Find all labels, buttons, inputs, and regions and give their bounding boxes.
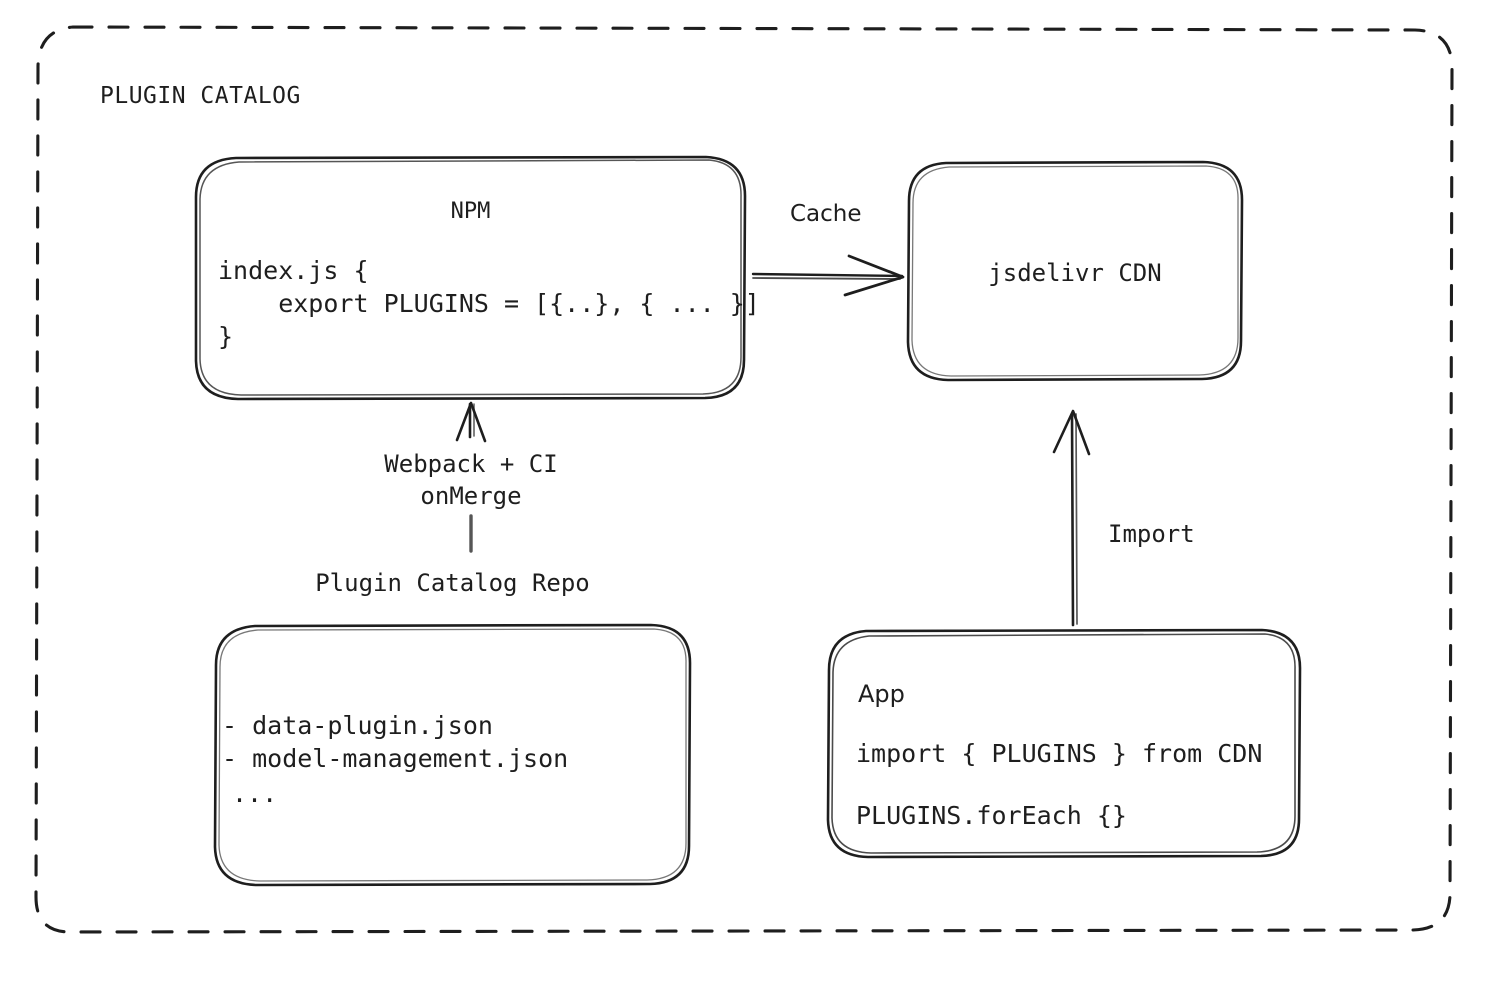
import-edge-label: Import	[1108, 520, 1195, 548]
repo-item-3: ...	[232, 779, 278, 808]
cache-arrow	[751, 254, 905, 297]
group-title: PLUGIN CATALOG	[100, 83, 301, 109]
build-edge-label-line-2: onMerge	[420, 482, 522, 510]
repo-item-2: - model-management.json	[222, 744, 569, 773]
build-edge-label-line-1: Webpack + CI	[384, 450, 558, 478]
cache-edge-label: Cache	[790, 201, 862, 227]
npm-code-line-1: index.js {	[218, 256, 369, 285]
app-code-line-1: import { PLUGINS } from CDN	[856, 739, 1263, 768]
app-code-line-2: PLUGINS.forEach {}	[856, 801, 1127, 830]
npm-code-line-2: export PLUGINS = [{..}, { ... }]	[218, 289, 760, 318]
cdn-box-title: jsdelivr CDN	[988, 259, 1162, 287]
app-box-title: App	[858, 680, 905, 708]
repo-caption: Plugin Catalog Repo	[315, 569, 590, 597]
repo-item-1: - data-plugin.json	[222, 711, 493, 740]
npm-box-title: NPM	[450, 199, 491, 224]
import-arrow	[1052, 409, 1091, 627]
npm-code-line-3: }	[218, 322, 234, 351]
